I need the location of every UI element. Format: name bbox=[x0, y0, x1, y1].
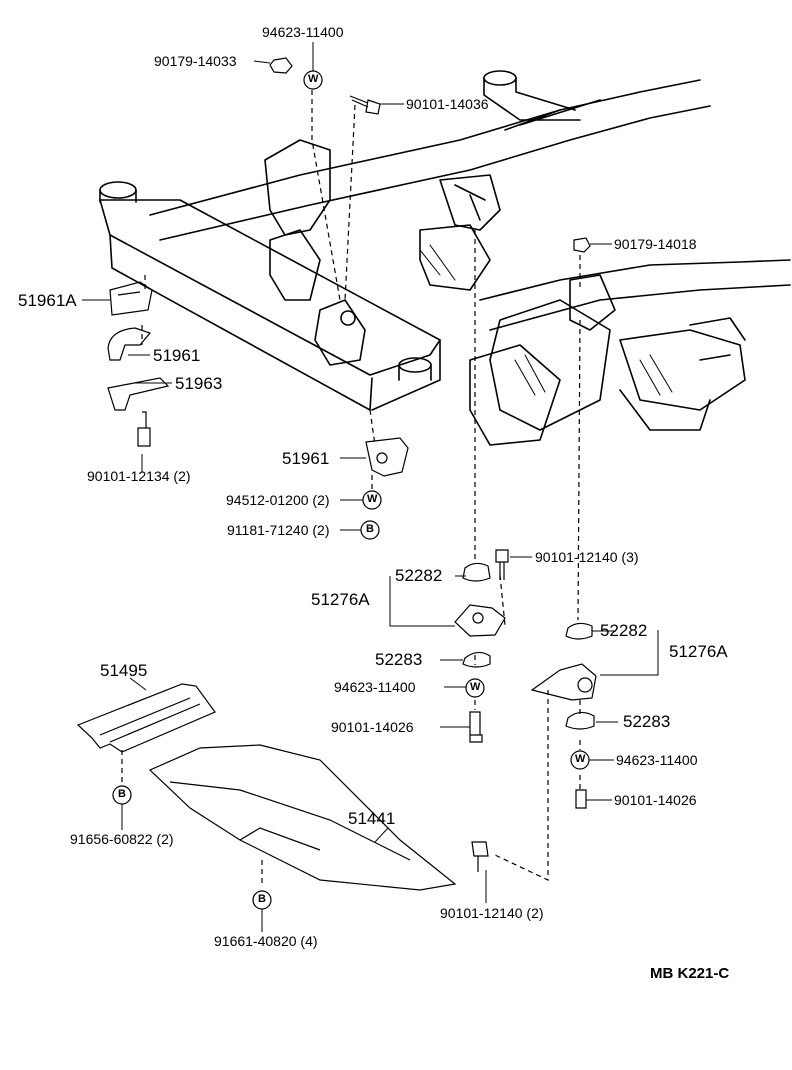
washer-symbol-94512: W bbox=[367, 493, 378, 505]
bolt-symbol-91661: B bbox=[258, 893, 266, 905]
engine-bracket-left bbox=[264, 139, 331, 236]
label-94623-11400-right: 94623-11400 bbox=[616, 752, 698, 768]
crossmember-front-bottom bbox=[109, 234, 373, 411]
label-94512-01200: 94512-01200 (2) bbox=[226, 492, 330, 508]
bolt-90101-14026-left bbox=[469, 711, 483, 743]
label-52282-right: 52282 bbox=[600, 621, 648, 640]
bolt-90101-12140-3 bbox=[495, 549, 509, 580]
frame-rail-right-lower bbox=[489, 284, 791, 331]
cover-51441 bbox=[148, 744, 457, 891]
nut-90179-14018 bbox=[573, 237, 591, 253]
mount-51276A-right bbox=[530, 663, 597, 701]
label-90179-14033: 90179-14033 bbox=[154, 53, 237, 69]
engine-bracket-center bbox=[439, 174, 501, 231]
frame-rail-rear-lower bbox=[159, 105, 711, 241]
label-90101-14036: 90101-14036 bbox=[406, 96, 489, 112]
label-90101-12140-3: 90101-12140 (3) bbox=[535, 549, 639, 565]
plate-51963 bbox=[107, 377, 170, 411]
cushion-52283-right bbox=[565, 711, 595, 730]
diagram-code: MB K221-C bbox=[650, 965, 730, 982]
label-94623-11400-mid: 94623-11400 bbox=[334, 679, 416, 695]
bolt-symbol-91656: B bbox=[118, 788, 126, 800]
label-91661-40820: 91661-40820 (4) bbox=[214, 933, 318, 949]
label-90101-12134: 90101-12134 (2) bbox=[87, 468, 191, 484]
bolt-90101-12134 bbox=[137, 411, 151, 447]
label-90101-14026-left: 90101-14026 bbox=[331, 719, 414, 735]
label-90179-14018: 90179-14018 bbox=[614, 236, 697, 252]
label-90101-14026-right: 90101-14026 bbox=[614, 792, 697, 808]
bolt-symbol-91181: B bbox=[366, 523, 374, 535]
label-51441: 51441 bbox=[348, 809, 396, 828]
crossmember-rear-pad bbox=[483, 70, 517, 86]
label-91656-60822: 91656-60822 (2) bbox=[70, 831, 174, 847]
label-52282-left: 52282 bbox=[395, 566, 443, 585]
bolt-90101-14026-right bbox=[575, 789, 587, 809]
washer-symbol-top: W bbox=[308, 73, 319, 85]
label-91181-71240: 91181-71240 (2) bbox=[227, 522, 330, 538]
bracket-51961-lower bbox=[365, 437, 409, 477]
bolt-90101-14036 bbox=[349, 95, 381, 115]
label-51276A-left: 51276A bbox=[311, 590, 370, 609]
washer-94623-mid-icon bbox=[465, 678, 485, 698]
label-52283-left: 52283 bbox=[375, 650, 423, 669]
nut-90179-14033 bbox=[269, 57, 293, 74]
label-51276A-right: 51276A bbox=[669, 642, 728, 661]
cover-51495 bbox=[76, 683, 216, 753]
crossmember-pad-left bbox=[99, 181, 137, 199]
label-94623-11400-top: 94623-11400 bbox=[262, 24, 344, 40]
label-51963: 51963 bbox=[175, 374, 223, 393]
engine-bracket-right bbox=[489, 299, 611, 431]
label-51961-lower: 51961 bbox=[282, 449, 330, 468]
frame-rail-right-upper bbox=[479, 259, 791, 301]
frame-rail-rear-upper bbox=[149, 79, 701, 216]
washer-symbol-right: W bbox=[575, 753, 586, 765]
label-90101-12140-2: 90101-12140 (2) bbox=[440, 905, 544, 921]
label-51961-upper: 51961 bbox=[153, 346, 201, 365]
retainer-51961 bbox=[107, 327, 152, 361]
cushion-52282-right bbox=[565, 622, 593, 640]
mount-51276A-left bbox=[454, 604, 506, 637]
label-51961A: 51961A bbox=[18, 291, 77, 310]
washer-symbol-mid: W bbox=[470, 681, 481, 693]
cushion-52282-left bbox=[462, 562, 491, 582]
bolt-90101-12140-2 bbox=[471, 841, 489, 872]
label-51495: 51495 bbox=[100, 661, 148, 680]
bracket-51961A bbox=[109, 281, 153, 316]
crossmember-front bbox=[99, 199, 441, 376]
cushion-52283-left bbox=[462, 651, 491, 668]
label-52283-right: 52283 bbox=[623, 712, 671, 731]
